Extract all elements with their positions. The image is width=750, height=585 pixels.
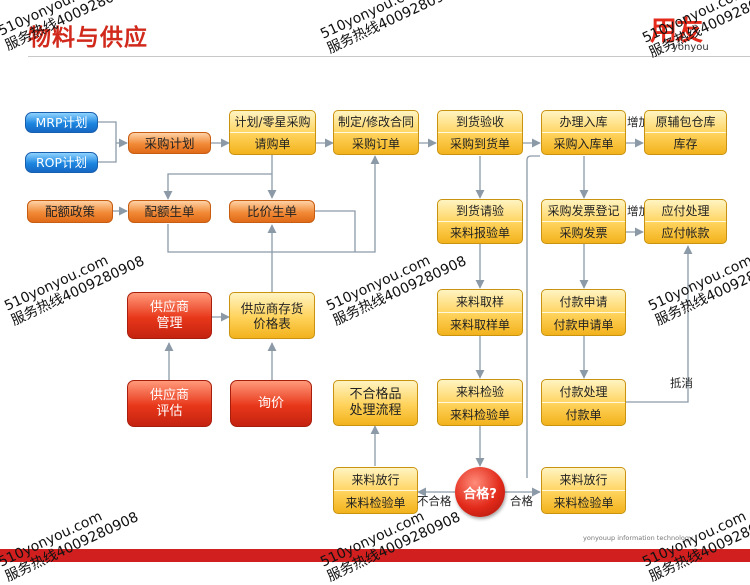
rop-plan-node: ROP计划 [25,152,98,173]
fail-label: 不合格 [417,494,452,508]
inspection-title: 来料检验 [438,380,522,403]
pay-request-title: 付款申请 [542,290,625,313]
contract-doc: 采购订单 [351,137,400,151]
release-left-title: 来料放行 [334,468,417,491]
sample-doc: 来料取样单 [449,317,510,332]
invoice-reg-doc: 采购发票 [559,226,608,240]
plan-request-title: 计划/零星采购 [230,111,315,133]
release-left-doc: 来料检验单 [345,495,406,510]
line-compare-to-contract [315,210,356,252]
footer-bar [0,549,750,562]
payable-title: 应付处理 [645,200,726,222]
stock-title: 原辅包仓库 [645,111,726,133]
warehouse-in-title: 办理入库 [542,111,625,133]
plan-request-node: 计划/零星采购 请购单 [229,110,316,155]
line-release-to-warehouse [526,155,540,478]
arrow-request-to-quota [163,173,272,200]
page-title: 物料与供应 [28,25,148,51]
payable-node: 应付处理 应付帐款 [644,199,727,244]
quota-policy-node: 配额政策 [27,200,113,223]
arrival-request-doc: 来料报验单 [449,226,510,240]
arrival-check-node: 到货验收 采购到货单 [437,110,523,155]
invoice-reg-node: 采购发票登记 采购发票 [541,199,626,244]
stock-node: 原辅包仓库 库存 [644,110,727,155]
nonconform-node: 不合格品 处理流程 [333,380,418,426]
price-compare-node: 比价生单 [229,200,315,223]
mrp-rop-bracket [98,121,117,163]
payable-doc: 应付帐款 [661,226,710,240]
plan-request-doc: 请购单 [254,137,291,151]
pay-request-node: 付款申请 付款申请单 [541,289,626,336]
logo-cn-text: 用友 [650,16,703,47]
release-right-node: 来料放行 来料检验单 [541,467,626,514]
mrp-plan-node: MRP计划 [25,112,98,133]
release-left-node: 来料放行 来料检验单 [333,467,418,514]
contract-node: 制定/修改合同 采购订单 [333,110,419,155]
connector-lines [98,121,693,497]
title-divider [28,56,750,57]
arrival-request-title: 到货请验 [438,200,522,222]
arrow-offset [626,245,693,403]
warehouse-in-node: 办理入库 采购入库单 [541,110,626,155]
supplier-pricelist-node: 供应商存货 价格表 [229,292,315,339]
contract-title: 制定/修改合同 [334,111,418,133]
arrival-request-node: 到货请验 来料报验单 [437,199,523,244]
yonyou-logo: 用友 yonyou [650,9,725,54]
footer-text: yonyouup information technology [583,534,693,542]
sample-node: 来料取样 来料取样单 [437,289,523,336]
quota-gen-node: 配额生单 [128,200,211,223]
offset-label: 抵消 [670,376,693,390]
release-right-doc: 来料检验单 [553,495,614,510]
inquiry-node: 询价 [230,380,312,427]
pay-request-doc: 付款申请单 [553,317,614,332]
arrival-check-title: 到货验收 [438,111,522,133]
supplier-mgmt-node: 供应商 管理 [127,292,212,339]
sample-title: 来料取样 [438,290,522,313]
logo-en-text: yonyou [672,42,709,53]
stock-doc: 库存 [673,137,698,151]
warehouse-in-doc: 采购入库单 [553,137,614,151]
qualified-decision: 合格? [455,467,505,517]
release-right-title: 来料放行 [542,468,625,491]
pass-label: 合格 [510,494,533,508]
inspection-node: 来料检验 来料检验单 [437,379,523,426]
arrival-check-doc: 采购到货单 [449,137,510,151]
pay-process-node: 付款处理 付款单 [541,379,626,426]
inspection-doc: 来料检验单 [449,407,510,422]
supplier-eval-node: 供应商 评估 [127,380,212,427]
pay-process-doc: 付款单 [565,407,602,422]
pay-process-title: 付款处理 [542,380,625,403]
invoice-reg-title: 采购发票登记 [542,200,625,222]
purchase-plan-node: 采购计划 [128,132,211,154]
